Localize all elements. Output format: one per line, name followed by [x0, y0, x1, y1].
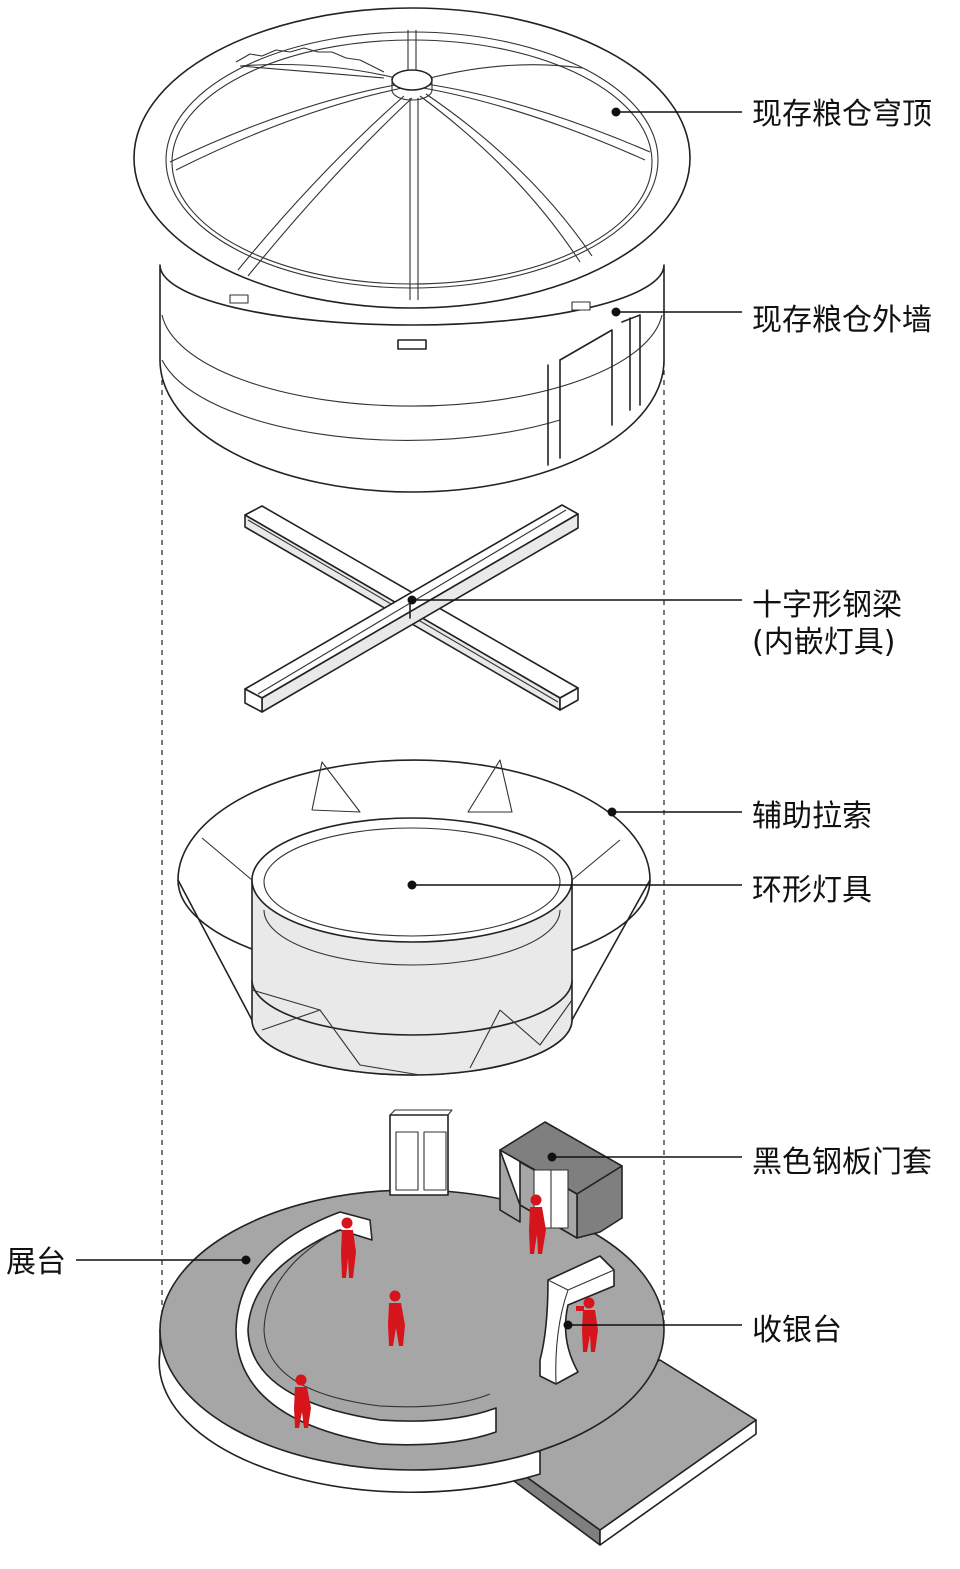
cross-steel-beam: [244, 504, 579, 713]
callout-outer-wall: 现存粮仓外墙: [611, 303, 932, 338]
person: [576, 1297, 598, 1352]
person: [341, 1217, 356, 1278]
exhibition-floor: [158, 1109, 757, 1546]
projection-guides: [161, 360, 665, 1330]
callout-dome: 现存粮仓穹顶: [611, 97, 932, 132]
callout-cross-beam: 十字形钢梁 (内嵌灯具): [407, 588, 902, 660]
glass-door: [389, 1109, 453, 1196]
label-dome: 现存粮仓穹顶: [752, 97, 932, 132]
label-door-frame: 黑色钢板门套: [752, 1145, 932, 1180]
ring-light-and-cables: [177, 759, 651, 1076]
callout-cashier: 收银台: [563, 1313, 842, 1348]
person: [294, 1374, 311, 1428]
black-steel-door-frame: [499, 1121, 623, 1239]
label-cross-beam-line2: (内嵌灯具): [752, 625, 895, 660]
callout-ring-light: 环形灯具: [407, 873, 872, 908]
granary-dome-and-wall: [133, 7, 691, 493]
label-cross-beam-line1: 十字形钢梁: [752, 588, 902, 623]
person: [388, 1290, 405, 1346]
label-outer-wall: 现存粮仓外墙: [752, 303, 932, 338]
dome-ribs: [169, 30, 651, 300]
callout-display-stand: 展台: [6, 1245, 251, 1280]
label-cables: 辅助拉索: [752, 799, 872, 834]
person: [529, 1194, 546, 1254]
label-cashier: 收银台: [752, 1313, 842, 1348]
label-ring-light: 环形灯具: [752, 873, 872, 908]
dome-stair: [235, 47, 385, 79]
callout-door-frame: 黑色钢板门套: [547, 1145, 932, 1180]
people: [294, 1194, 598, 1428]
label-display-stand: 展台: [6, 1245, 66, 1280]
callout-cables: 辅助拉索: [607, 799, 872, 834]
